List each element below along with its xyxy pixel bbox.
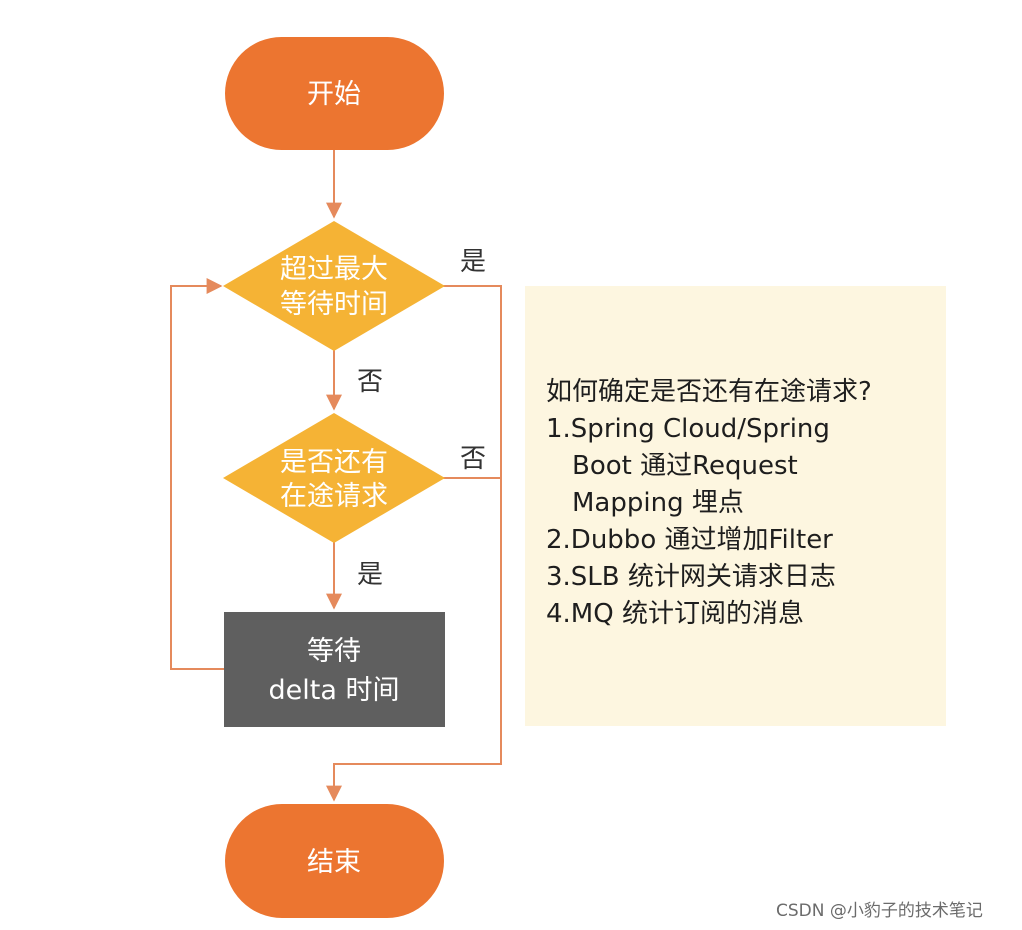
note-item-4: 4.MQ 统计订阅的消息 — [546, 599, 804, 629]
wait-delta-line1: 等待 — [307, 636, 361, 667]
connector-wait-loop-back — [170, 278, 224, 670]
watermark-text: CSDN @小豹子的技术笔记 — [776, 901, 983, 921]
label-in-flight-yes: 是 — [357, 560, 383, 590]
note-item-1-line3: Mapping 埋点 — [572, 488, 744, 518]
start-node-label: 开始 — [307, 79, 361, 110]
label-max-wait-no: 否 — [357, 367, 383, 397]
end-node-label: 结束 — [307, 847, 361, 878]
decision-max-wait-line1: 超过最大 — [280, 254, 388, 285]
start-node — [225, 37, 444, 150]
connector-max-wait-yes-to-end — [326, 285, 502, 802]
note-item-1-line1: 1.Spring Cloud/Spring — [546, 414, 830, 444]
wait-delta-line2: delta 时间 — [269, 675, 400, 706]
note-item-1-line2: Boot 通过Request — [572, 451, 798, 481]
decision-max-wait-line2: 等待时间 — [280, 289, 388, 320]
decision-in-flight-line2: 在途请求 — [280, 481, 388, 512]
wait-delta-node — [224, 612, 445, 727]
annotation-note: 如何确定是否还有在途请求? 1.Spring Cloud/Spring Boot… — [525, 286, 946, 726]
decision-max-wait-node — [223, 221, 445, 351]
note-item-3: 3.SLB 统计网关请求日志 — [546, 562, 836, 592]
note-item-2: 2.Dubbo 通过增加Filter — [546, 525, 833, 555]
end-node — [225, 804, 444, 918]
decision-in-flight-node — [223, 413, 445, 543]
label-max-wait-yes: 是 — [460, 247, 486, 277]
label-in-flight-no: 否 — [460, 444, 486, 474]
note-question: 如何确定是否还有在途请求? — [546, 377, 872, 407]
decision-in-flight-line1: 是否还有 — [280, 447, 388, 478]
